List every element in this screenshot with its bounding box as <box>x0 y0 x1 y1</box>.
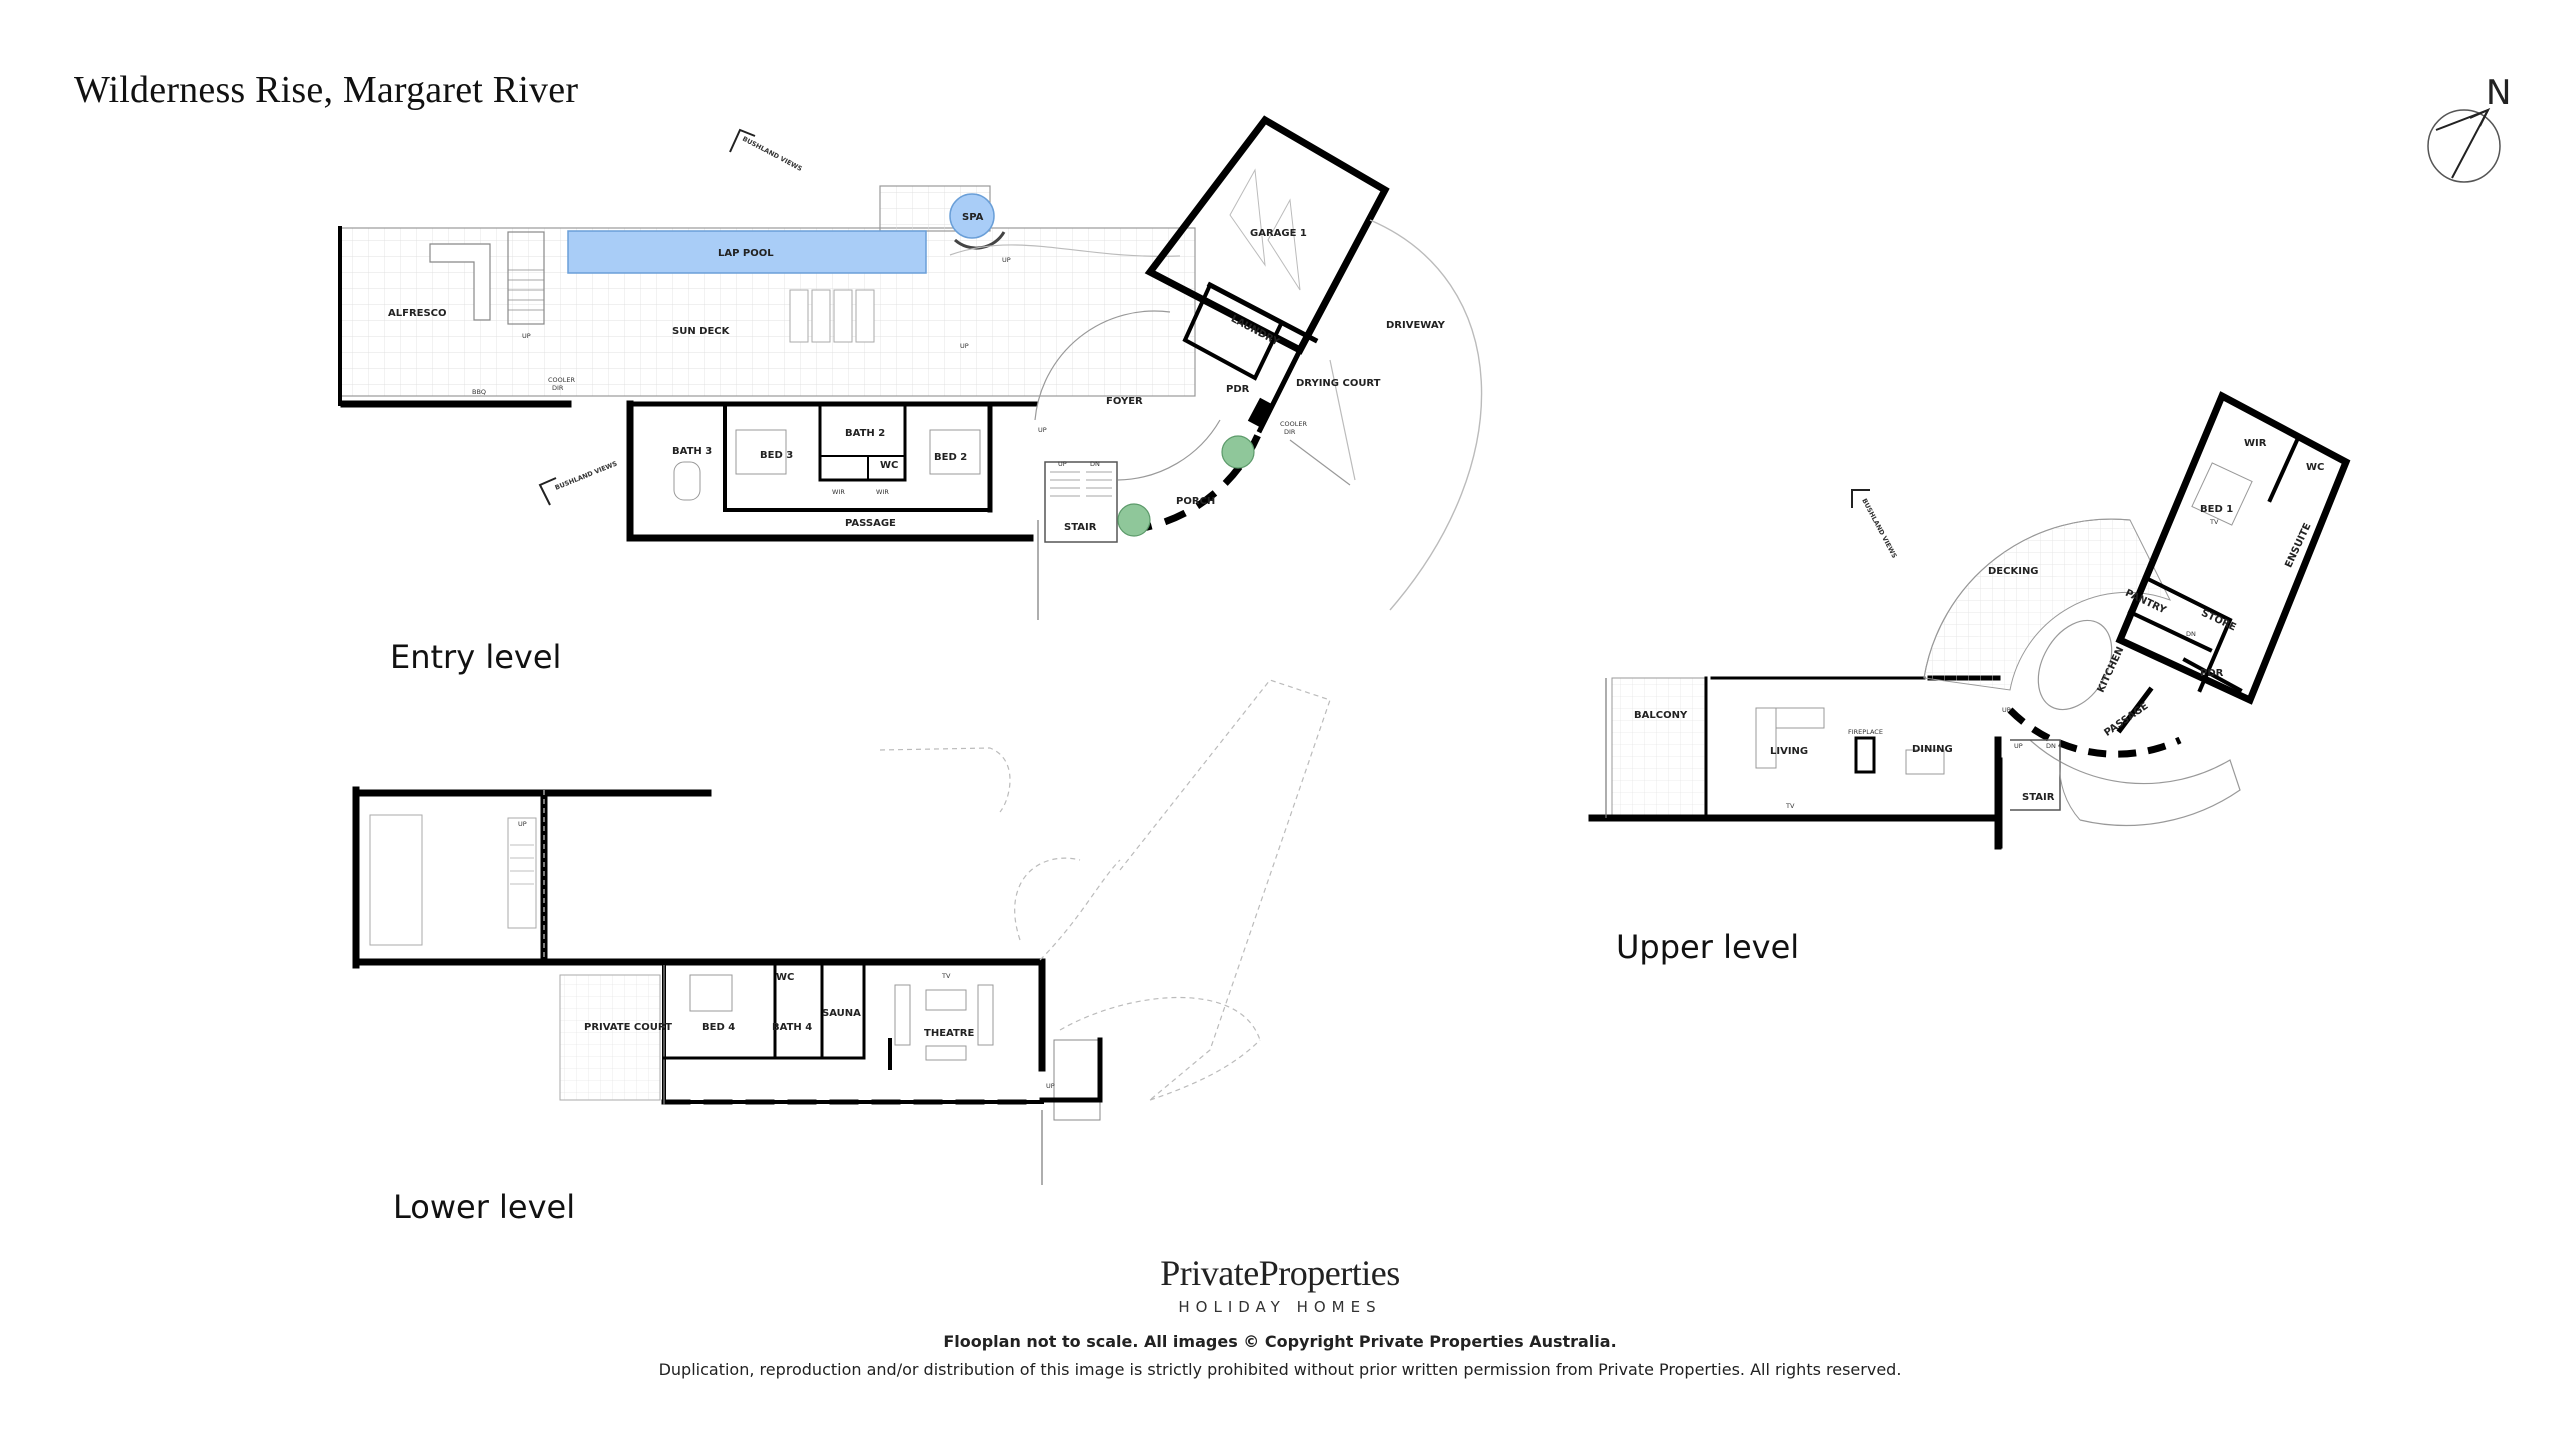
entry-level-plan <box>338 115 1483 620</box>
room-label-lap-pool: LAP POOL <box>718 248 774 259</box>
label-cooler-2: COOLER <box>1280 420 1307 428</box>
label-fireplace: FIREPLACE <box>1848 728 1883 736</box>
label-up: UP <box>1058 460 1067 468</box>
label-cooler-2-sub: DIR <box>1284 428 1296 436</box>
room-label-dining: DINING <box>1912 744 1953 755</box>
room-label-driveway: DRIVEWAY <box>1386 320 1446 331</box>
room-label-bath4: BATH 4 <box>772 1022 812 1033</box>
label-bushland-views: BUSHLAND VIEWS <box>554 459 619 491</box>
brand-tagline: HOLIDAY HOMES <box>1178 1298 1382 1316</box>
label-dn: DN <box>2186 630 2196 638</box>
room-label-bed1: BED 1 <box>2200 504 2233 515</box>
label-up: UP <box>522 332 531 340</box>
room-label-pdr-upper: PDR <box>2200 668 2224 679</box>
label-dn: DN <box>1090 460 1100 468</box>
label-bushland-views: BUSHLAND VIEWS <box>741 135 804 173</box>
lower-level-label: Lower level <box>393 1188 576 1226</box>
compass-label: N <box>2486 73 2511 113</box>
room-label-wc: WC <box>880 460 898 471</box>
room-label-balcony: BALCONY <box>1634 710 1688 721</box>
room-label-bed3: BED 3 <box>760 450 793 461</box>
room-label-bed4: BED 4 <box>702 1022 735 1033</box>
room-label-private-court: PRIVATE COURT <box>584 1022 672 1033</box>
upper-level-label: Upper level <box>1616 928 1800 966</box>
entry-level-label: Entry level <box>390 638 562 676</box>
room-label-living: LIVING <box>1770 746 1808 757</box>
brand-logo: PrivateProperties <box>1160 1253 1400 1293</box>
room-label-wc-upper: WC <box>2306 462 2324 473</box>
lower-level-plan <box>352 679 1331 1185</box>
label-up: UP <box>960 342 969 350</box>
label-up: UP <box>1038 426 1047 434</box>
label-bbq: BBQ <box>472 388 486 396</box>
room-label-wir-a: WIR <box>832 488 845 496</box>
label-up: UP <box>518 820 527 828</box>
label-up: UP <box>2002 706 2011 714</box>
label-up: UP <box>1002 256 1011 264</box>
footer-disclaimer: Flooplan not to scale. All images © Copy… <box>943 1332 1617 1351</box>
room-label-sauna: SAUNA <box>822 1008 861 1019</box>
room-label-bed2: BED 2 <box>934 452 967 463</box>
label-bushland-views: BUSHLAND VIEWS <box>1860 497 1898 560</box>
footer-copyright: Duplication, reproduction and/or distrib… <box>658 1360 1902 1379</box>
room-label-wc-lower: WC <box>776 972 794 983</box>
room-label-alfresco: ALFRESCO <box>388 308 447 319</box>
label-cooler-sub: DIR <box>552 384 564 392</box>
room-label-wir-upper: WIR <box>2244 438 2267 449</box>
label-cooler: COOLER <box>548 376 575 384</box>
label-up: UP <box>1046 1082 1055 1090</box>
view-arrow-icon <box>1851 489 1870 508</box>
room-label-drying-court: DRYING COURT <box>1296 378 1381 389</box>
room-label-bath2: BATH 2 <box>845 428 885 439</box>
spa <box>949 193 995 239</box>
room-label-stair-upper: STAIR <box>2022 792 2055 803</box>
upper-level-plan <box>1588 391 2351 850</box>
room-label-passage: PASSAGE <box>845 518 896 529</box>
room-label-pdr: PDR <box>1226 384 1250 395</box>
room-label-wir-b: WIR <box>876 488 889 496</box>
label-tv-upper: TV <box>1785 802 1795 810</box>
view-arrow-icon <box>729 128 756 153</box>
room-label-passage-upper: PASSAGE <box>2102 701 2150 739</box>
room-label-theatre: THEATRE <box>924 1028 975 1039</box>
plant-icon <box>1117 503 1151 537</box>
plant-icon <box>1221 435 1255 469</box>
label-dn: DN <box>2046 742 2056 750</box>
lap-pool <box>567 230 927 274</box>
page-title: Wilderness Rise, Margaret River <box>74 69 579 111</box>
room-label-sun-deck: SUN DECK <box>672 326 731 337</box>
room-label-spa: SPA <box>962 212 984 223</box>
room-label-decking: DECKING <box>1988 566 2039 577</box>
view-arrow-icon <box>538 477 557 506</box>
label-tv-bed1: TV <box>2209 518 2219 526</box>
room-label-bath3: BATH 3 <box>672 446 712 457</box>
room-label-porch: PORCH <box>1176 496 1215 507</box>
north-compass-icon: N <box>2427 73 2511 183</box>
room-label-foyer: FOYER <box>1106 396 1143 407</box>
label-up: UP <box>2014 742 2023 750</box>
room-label-garage: GARAGE 1 <box>1250 228 1307 239</box>
room-label-store: STORE <box>2199 608 2237 634</box>
label-tv: TV <box>941 972 951 980</box>
room-label-stair: STAIR <box>1064 522 1097 533</box>
